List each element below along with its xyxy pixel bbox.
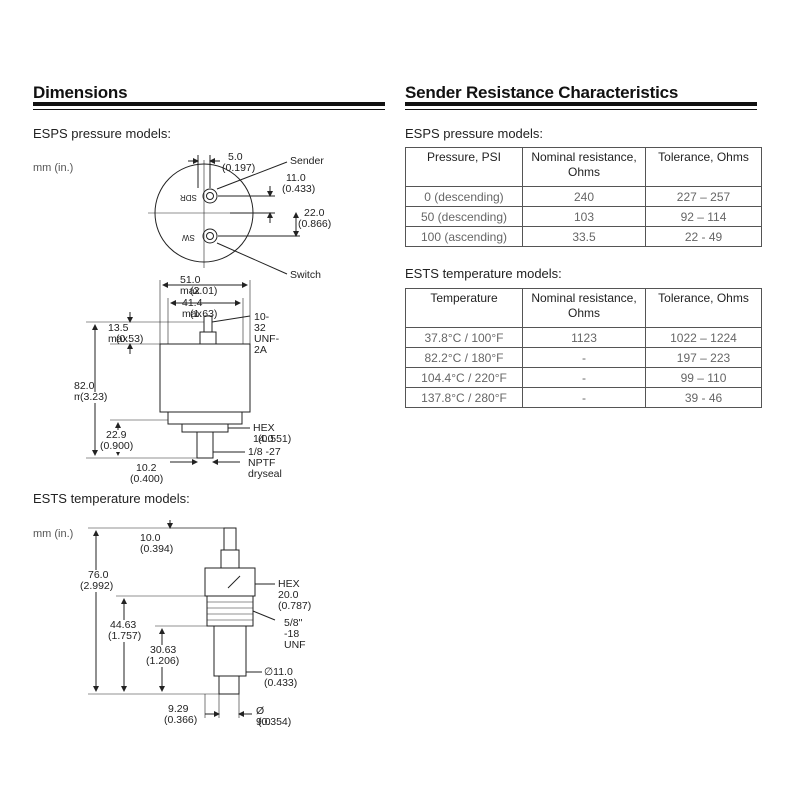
column-header: Temperature bbox=[405, 288, 523, 328]
table-cell: 0 (descending) bbox=[405, 186, 523, 207]
table-row: 82.2°C / 180°F - 197 – 223 bbox=[405, 347, 762, 368]
ests-unf-label: 5/8" -18 UNF bbox=[284, 617, 306, 651]
esps-side-view bbox=[86, 280, 251, 465]
column-header: Tolerance, Ohms bbox=[645, 147, 762, 187]
dim-10-2-label: 10.2 bbox=[136, 462, 157, 474]
dim-5-label: 5.0 bbox=[228, 151, 243, 163]
sender-resistance-rule bbox=[405, 102, 757, 106]
ests-unit-label: mm (in.) bbox=[33, 528, 74, 540]
dim-22-9-in-label: (0.900) bbox=[100, 440, 134, 452]
esps-unit-label: mm (in.) bbox=[33, 162, 74, 174]
dim-11-in-label: (0.433) bbox=[282, 183, 316, 195]
hex-14-label: HEX 14.0 bbox=[253, 422, 275, 445]
table-cell: 240 bbox=[522, 186, 646, 207]
ests-dim-9-in-label: (0.354) bbox=[258, 716, 292, 728]
table-cell: 82.2°C / 180°F bbox=[405, 347, 523, 368]
ests-resistance-subtitle: ESTS temperature models: bbox=[405, 266, 562, 281]
ests-dim-9-label: Ø 9.0 bbox=[256, 705, 271, 728]
table-cell: 50 (descending) bbox=[405, 206, 523, 227]
table-cell: - bbox=[522, 387, 646, 408]
dimensions-rule bbox=[33, 102, 385, 106]
table-cell: 1022 – 1224 bbox=[645, 327, 762, 348]
table-cell: 100 (ascending) bbox=[405, 226, 523, 247]
npt-thread-label: 1/8 -27 NPTF dryseal bbox=[248, 446, 282, 480]
ests-dim-929-label: 9.29 bbox=[168, 703, 189, 715]
esps-top-view bbox=[148, 155, 300, 275]
ests-dim-44-in-label: (1.757) bbox=[108, 630, 142, 642]
table-cell: 99 – 110 bbox=[645, 367, 762, 388]
dim-13-label: 13.5 max bbox=[108, 322, 129, 345]
sender-label: Sender bbox=[290, 155, 324, 167]
dimensions-heading: Dimensions bbox=[33, 83, 128, 102]
dim-11-label: 11.0 bbox=[286, 172, 306, 184]
dim-41-label: 41.4 max bbox=[182, 297, 203, 320]
table-cell: 197 – 223 bbox=[645, 347, 762, 368]
table-cell: 227 – 257 bbox=[645, 186, 762, 207]
table-cell: 137.8°C / 280°F bbox=[405, 387, 523, 408]
ests-dim-30-label: 30.63 bbox=[150, 644, 177, 656]
table-cell: 39 - 46 bbox=[645, 387, 762, 408]
dim-5-in-label: (0.197) bbox=[222, 162, 256, 174]
ests-hex-label: HEX 20.0 (0.787) bbox=[278, 578, 312, 612]
column-header: Pressure, PSI bbox=[405, 147, 523, 187]
table-cell: 104.4°C / 220°F bbox=[405, 367, 523, 388]
table-cell: 1123 bbox=[522, 327, 646, 348]
table-cell: 92 – 114 bbox=[645, 206, 762, 227]
dim-13-in-label: (0.53) bbox=[116, 333, 144, 345]
dim-22-in-label: (0.866) bbox=[298, 218, 332, 230]
sw-label: SW bbox=[182, 233, 195, 242]
ests-dim-76-in-label: (2.992) bbox=[80, 580, 114, 592]
table-row: 104.4°C / 220°F - 99 – 110 bbox=[405, 367, 762, 388]
table-cell: 37.8°C / 100°F bbox=[405, 327, 523, 348]
table-row: 0 (descending) 240 227 – 257 bbox=[405, 186, 762, 207]
dim-10-2-in-label: (0.400) bbox=[130, 473, 164, 485]
dim-51-in-label: (2.01) bbox=[190, 285, 218, 297]
dim-51-label: 51.0 max bbox=[180, 274, 201, 297]
table-row: 37.8°C / 100°F 1123 1022 – 1224 bbox=[405, 327, 762, 348]
thread-label: 10-32 UNF-2A bbox=[254, 311, 280, 356]
ests-resistance-table: Temperature Nominal resistance, Ohms Tol… bbox=[405, 288, 762, 408]
dim-22-label: 22.0 bbox=[304, 207, 325, 219]
table-header-row: Temperature Nominal resistance, Ohms Tol… bbox=[405, 288, 762, 328]
ests-dim-10-label: 10.0 (0.394) bbox=[140, 532, 174, 555]
dim-22-9-label: 22.9 bbox=[106, 429, 127, 441]
esps-dimensions-subtitle: ESPS pressure models: bbox=[33, 126, 172, 141]
ests-dim-11-label: ∅11.0 (0.433) bbox=[264, 666, 298, 689]
switch-label: Switch bbox=[290, 269, 321, 281]
ests-side-view bbox=[88, 520, 276, 718]
table-cell: 22 - 49 bbox=[645, 226, 762, 247]
dim-82-in-label: (3.23) bbox=[80, 391, 108, 403]
esps-resistance-subtitle: ESPS pressure models: bbox=[405, 126, 544, 141]
dimensions-rule-thin bbox=[33, 109, 385, 110]
hex-14-in-label: (0.551) bbox=[258, 433, 292, 445]
ests-dimensions-subtitle: ESTS temperature models: bbox=[33, 491, 190, 506]
table-cell: - bbox=[522, 347, 646, 368]
sdr-label: SDR bbox=[180, 193, 197, 202]
table-cell: 103 bbox=[522, 206, 646, 227]
table-cell: 33.5 bbox=[522, 226, 646, 247]
column-header: Tolerance, Ohms bbox=[645, 288, 762, 328]
ests-dim-76-label: 76.0 bbox=[88, 569, 109, 581]
sender-resistance-heading: Sender Resistance Characteristics bbox=[405, 83, 679, 102]
table-row: 50 (descending) 103 92 – 114 bbox=[405, 206, 762, 227]
table-row: 100 (ascending) 33.5 22 - 49 bbox=[405, 226, 762, 247]
ests-dim-30-in-label: (1.206) bbox=[146, 655, 180, 667]
dim-41-in-label: (1.63) bbox=[190, 308, 218, 320]
table-header-row: Pressure, PSI Nominal resistance, Ohms T… bbox=[405, 147, 762, 187]
ests-dim-44-label: 44.63 bbox=[110, 619, 137, 631]
sender-resistance-rule-thin bbox=[405, 109, 757, 110]
column-header: Nominal resistance, Ohms bbox=[522, 288, 646, 328]
table-cell: - bbox=[522, 367, 646, 388]
esps-resistance-table: Pressure, PSI Nominal resistance, Ohms T… bbox=[405, 147, 762, 247]
column-header: Nominal resistance, Ohms bbox=[522, 147, 646, 187]
ests-dim-929-in-label: (0.366) bbox=[164, 714, 198, 726]
table-row: 137.8°C / 280°F - 39 - 46 bbox=[405, 387, 762, 408]
